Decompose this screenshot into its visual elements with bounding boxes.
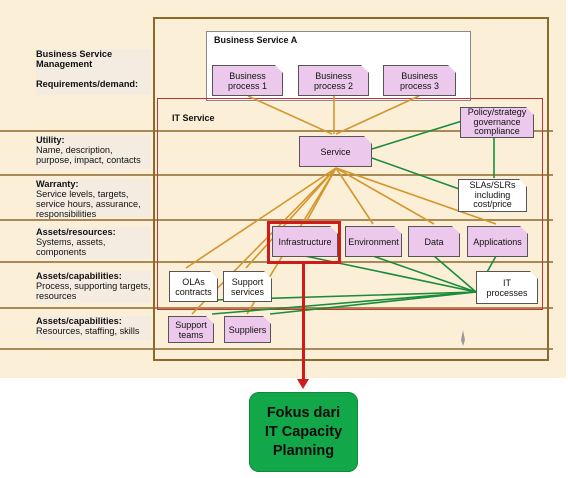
label-utility: Utility: Name, description, purpose, imp…	[36, 135, 151, 169]
link-service-olas	[185, 167, 337, 269]
link-itprocesses-data	[433, 255, 477, 293]
link-service-support-services	[245, 167, 337, 269]
label-title: Warranty:	[36, 179, 79, 189]
label-business-service-management: Business Service Management Requirements…	[36, 49, 151, 95]
business-process-3-node[interactable]: Business process 3	[383, 65, 456, 96]
label-assets-capabilities-resources: Assets/capabilities: Resources, staffing…	[36, 316, 151, 340]
it-service-frame	[157, 98, 543, 310]
row-divider	[0, 130, 553, 132]
link-process3-service	[335, 95, 420, 135]
business-process-1-node[interactable]: Business process 1	[212, 65, 283, 96]
service-node[interactable]: Service	[299, 136, 372, 167]
row-divider	[0, 174, 553, 176]
policy-strategy-node[interactable]: Policy/strategy governance compliance	[460, 107, 534, 138]
row-divider	[0, 348, 553, 350]
focus-arrow-head-icon	[297, 379, 309, 389]
link-itprocesses-support-teams	[211, 291, 477, 315]
focus-highlight-box	[267, 221, 341, 264]
it-processes-node[interactable]: IT processes	[476, 271, 538, 304]
label-description: Systems, assets, components	[36, 237, 106, 257]
label-assets-capabilities: Assets/capabilities: Process, supporting…	[36, 271, 151, 303]
it-service-title: IT Service	[172, 113, 215, 123]
olas-contracts-node[interactable]: OLAs contracts	[169, 271, 218, 302]
label-title: Assets/capabilities:	[36, 316, 122, 326]
pen-mark-icon	[461, 330, 465, 346]
slas-slrs-node[interactable]: SLAs/SLRs including cost/price	[458, 179, 527, 212]
link-service-environment	[335, 167, 374, 225]
link-service-applications	[335, 167, 497, 225]
suppliers-node[interactable]: Suppliers	[224, 316, 271, 343]
focus-callout: Fokus dari IT Capacity Planning	[249, 392, 358, 472]
support-teams-node[interactable]: Support teams	[168, 316, 214, 343]
business-service-management-frame	[153, 17, 549, 361]
label-title: Assets/resources:	[36, 227, 116, 237]
link-itprocesses-environment	[372, 255, 477, 293]
link-service-slas	[371, 157, 463, 191]
focus-arrow-shaft	[302, 264, 305, 380]
infrastructure-node[interactable]: Infrastructure	[272, 226, 338, 257]
row-divider	[0, 219, 553, 221]
applications-node[interactable]: Applications	[467, 226, 528, 257]
label-title: Utility:	[36, 135, 65, 145]
label-description: Service levels, targets, service hours, …	[36, 189, 141, 219]
label-description: Name, description, purpose, impact, cont…	[36, 145, 141, 165]
business-service-a-title: Business Service A	[214, 35, 298, 45]
label-assets-resources: Assets/resources: Systems, assets, compo…	[36, 227, 151, 259]
support-services-node[interactable]: Support services	[223, 271, 272, 302]
link-process1-service	[247, 95, 333, 135]
business-process-2-node[interactable]: Business process 2	[298, 65, 369, 96]
link-service-data	[335, 167, 435, 225]
label-description: Resources, staffing, skills	[36, 326, 140, 336]
link-service-policy	[371, 120, 463, 150]
label-title: Assets/capabilities:	[36, 271, 122, 281]
label-description: Process, supporting targets, resources	[36, 281, 151, 301]
label-title: Business Service Management Requirements…	[36, 49, 139, 89]
environment-node[interactable]: Environment	[345, 226, 402, 257]
label-warranty: Warranty: Service levels, targets, servi…	[36, 179, 151, 219]
data-node[interactable]: Data	[408, 226, 460, 257]
